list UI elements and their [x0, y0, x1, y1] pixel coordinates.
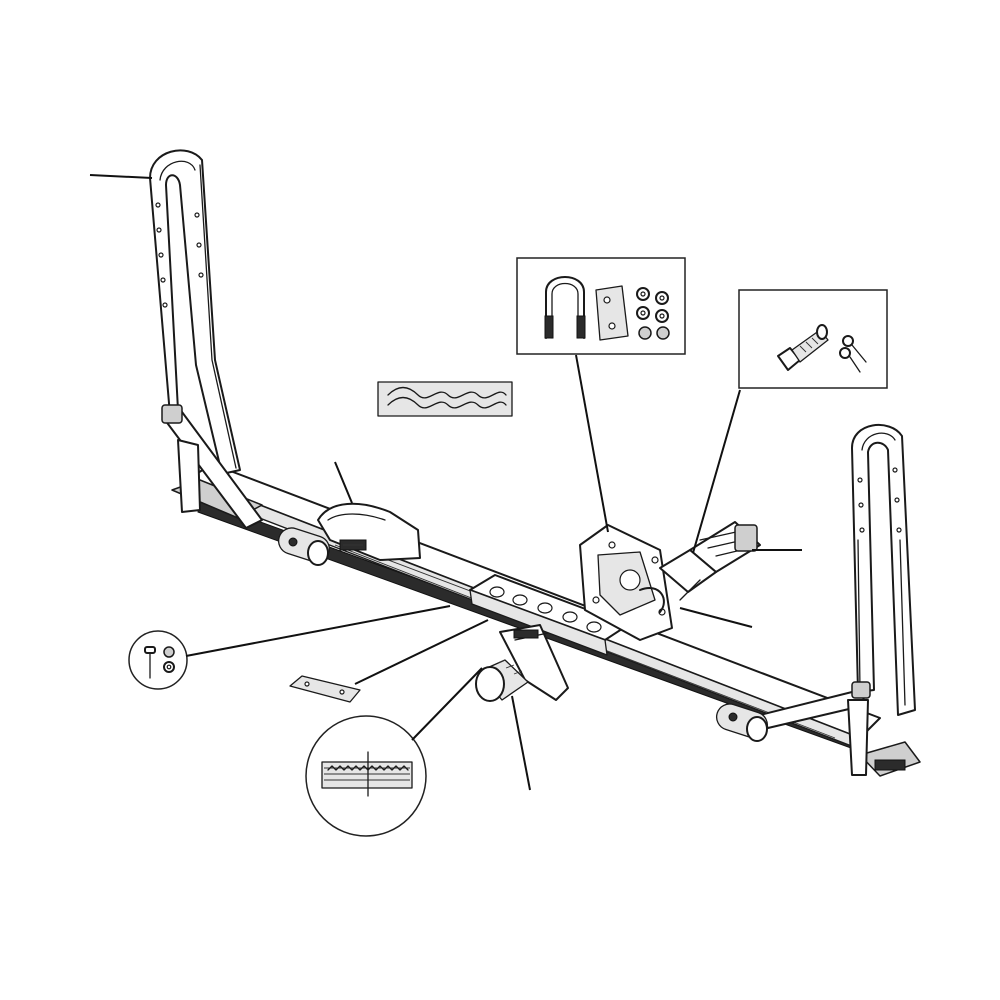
left-upright-arm — [149, 149, 263, 529]
leader-tilt-handle — [511, 695, 531, 791]
center-mounting-plate — [579, 524, 673, 641]
u-bolt-icon — [544, 276, 586, 339]
right-roller-knob — [715, 703, 769, 742]
leader-shim-plate — [354, 619, 489, 685]
center-slider — [469, 574, 629, 656]
hitch-bolt-icon — [777, 324, 829, 371]
ratchet-strap-pad — [377, 381, 513, 417]
left-wheel-cradle — [317, 502, 421, 561]
washers-nuts-icon — [636, 287, 670, 340]
strap-detail-circle — [305, 715, 427, 837]
leader-lines — [89, 174, 802, 791]
leader-bolt-detail — [185, 605, 451, 657]
left-arm-holes — [155, 202, 204, 308]
keys-icon — [839, 335, 867, 373]
u-bolt-kit-box — [516, 257, 686, 355]
leader-cradle — [334, 461, 353, 504]
hitch-pin-lock-box — [738, 289, 888, 389]
right-upright-arm — [759, 423, 916, 776]
leader-bolt-keys — [692, 389, 741, 554]
leader-left-arm — [89, 174, 153, 179]
flat-shim-plate — [289, 675, 361, 703]
right-arm-holes — [857, 467, 902, 533]
leader-strap-detail — [411, 667, 483, 741]
hitch-receiver-tube — [659, 521, 761, 601]
clamp-plate-icon — [595, 285, 629, 341]
right-mount-foot — [859, 741, 921, 777]
left-roller-knob — [277, 527, 331, 566]
bolt-detail-circle — [128, 630, 188, 690]
leader-u-bolt-kit — [575, 354, 609, 533]
leader-center-plate — [679, 607, 753, 628]
tilt-handle — [475, 624, 569, 702]
